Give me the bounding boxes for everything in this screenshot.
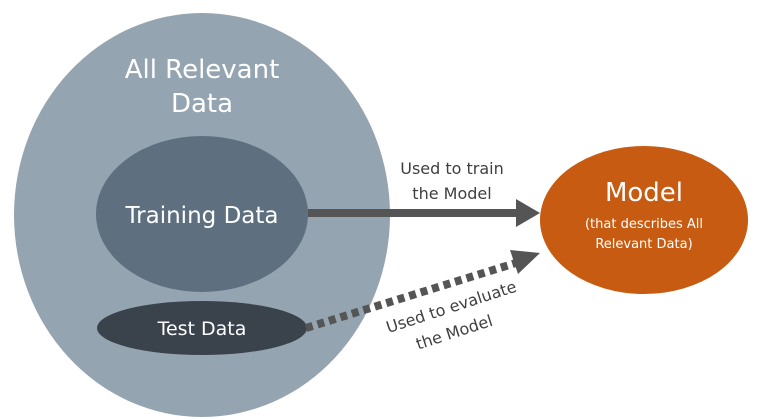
test-data-label: Test Data [157,318,247,340]
train-arrow-head [516,199,540,227]
model-title: Model [605,178,683,208]
all-relevant-data-label-line2: Data [171,89,233,119]
model-subtitle-line1: (that describes All [585,217,703,232]
train-arrow-label-line2: the Model [412,184,491,203]
model-subtitle-line2: Relevant Data) [595,237,692,252]
test-data-ellipse [97,301,307,355]
model-ellipse [540,146,748,294]
training-data-label: Training Data [125,203,279,229]
evaluate-arrow [304,258,521,332]
evaluate-arrow-head [510,250,540,274]
all-relevant-data-label-line1: All Relevant [125,55,280,85]
train-arrow-label-line1: Used to train [400,159,504,178]
training-data-ellipse [96,136,308,292]
